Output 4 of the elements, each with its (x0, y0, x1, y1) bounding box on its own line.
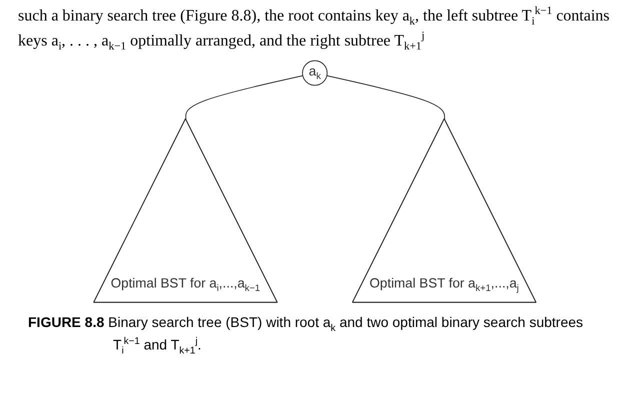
connector (186, 75, 304, 120)
connector (326, 75, 446, 120)
node-circle: a$_{k}$ (302, 60, 328, 86)
figure-caption: FIGURE 8.8 Binary search tree (BST) with root a$_{k}$ and two optimal binary search subtrees T$_{i}$$^{k−1}$ and T$_{k+1}$$^{j}$. (28, 313, 584, 358)
